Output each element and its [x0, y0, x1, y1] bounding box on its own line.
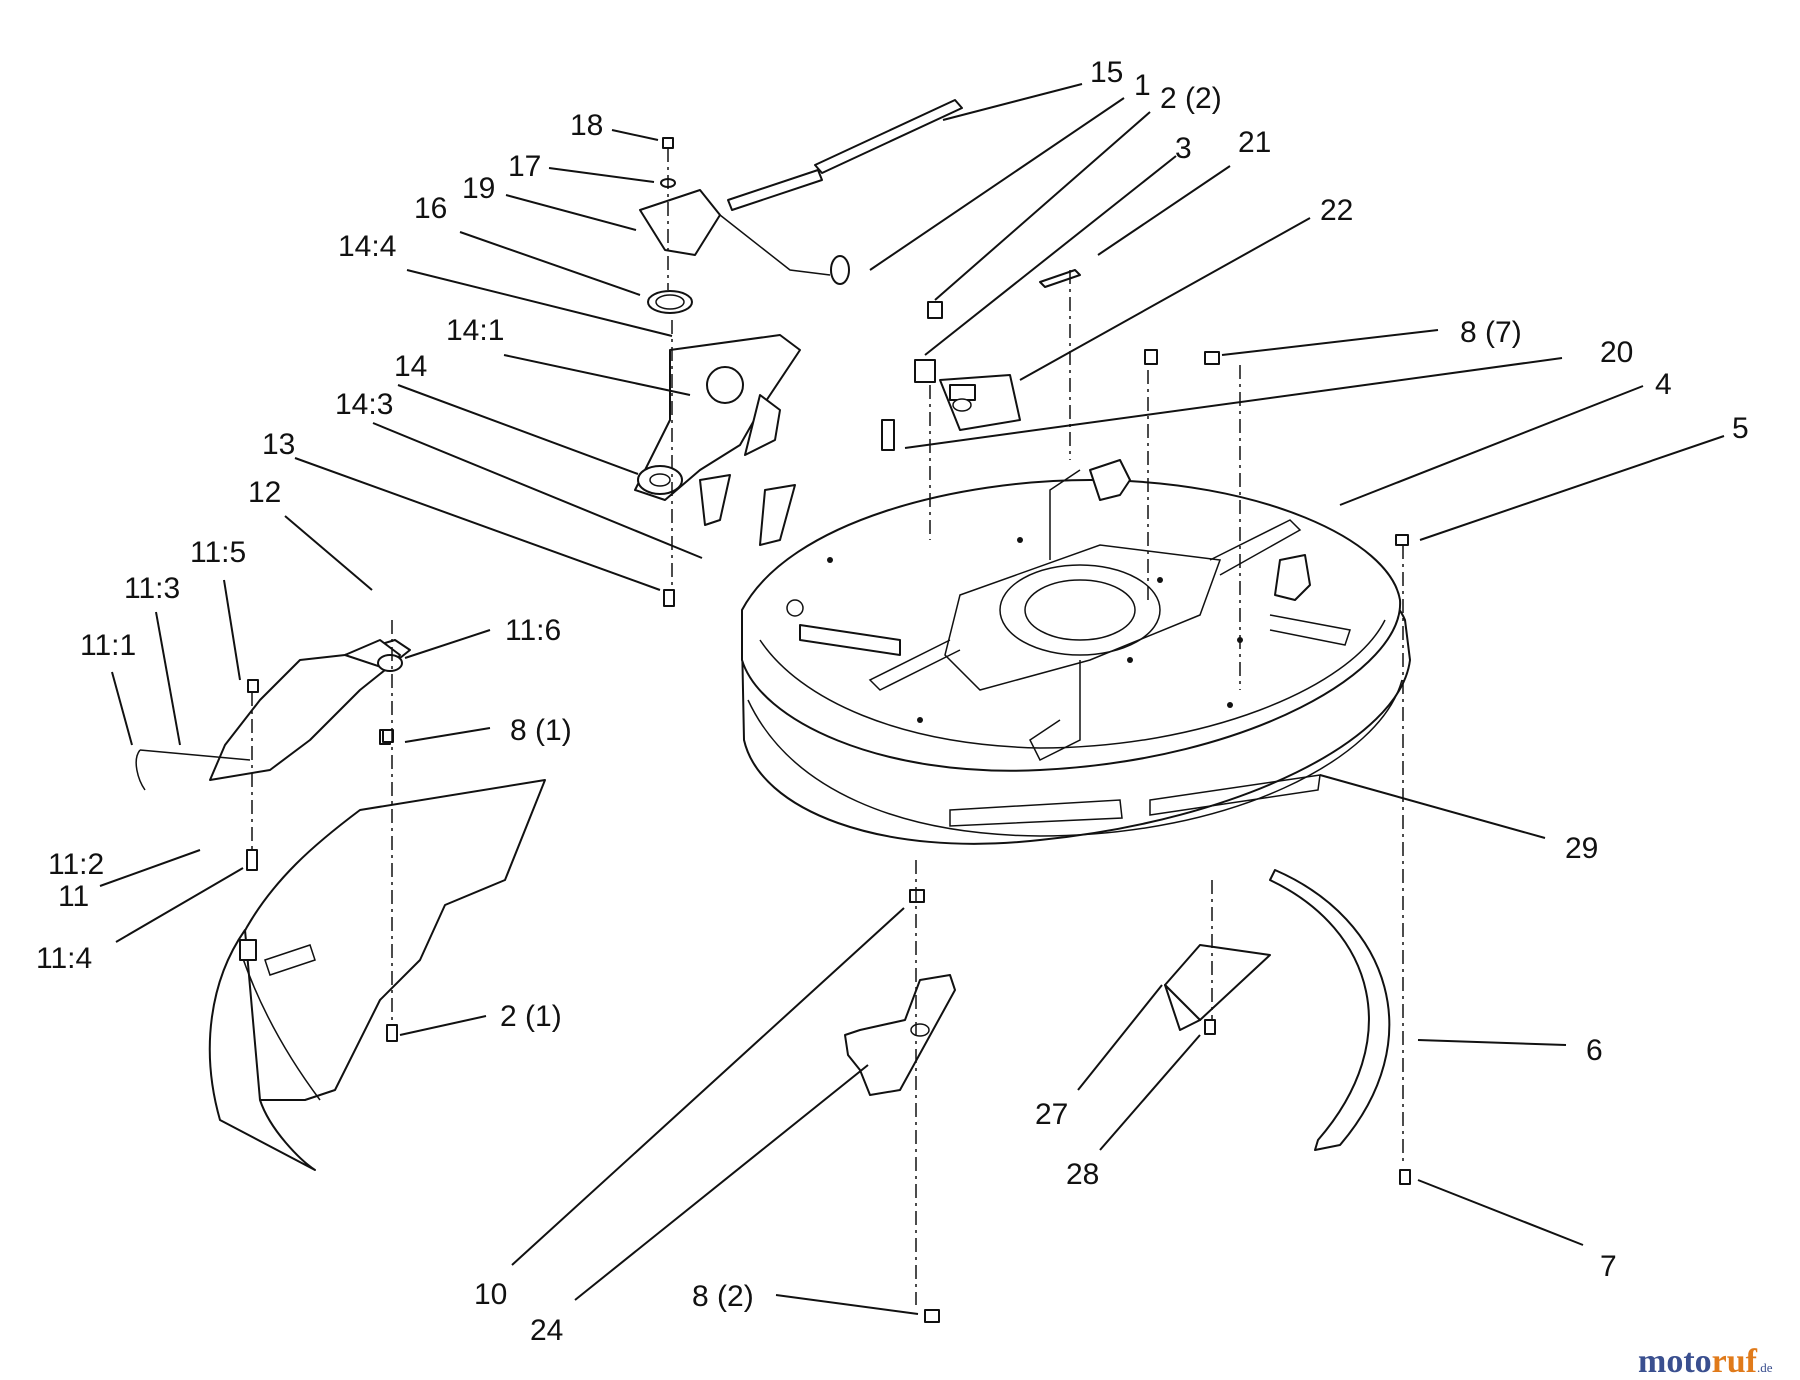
- discharge-chute-section: [208, 779, 546, 1171]
- callout-11-1: 11:1: [80, 629, 136, 662]
- callout-28: 28: [1066, 1158, 1099, 1191]
- callout-3: 3: [1175, 132, 1192, 165]
- callout-labels: 15 1 2 (2) 3 21 22 18 17 19 16 14:4 14:1…: [36, 56, 1749, 1347]
- callout-20: 20: [1600, 336, 1633, 369]
- callout-29: 29: [1565, 832, 1598, 865]
- callout-14-1: 14:1: [446, 314, 504, 347]
- callout-14-3: 14:3: [335, 388, 393, 421]
- idler-arm-assembly: [634, 334, 801, 546]
- callout-12: 12: [248, 476, 281, 509]
- callout-8-2: 8 (2): [692, 1280, 754, 1313]
- callout-7: 7: [1600, 1250, 1617, 1283]
- callout-24: 24: [530, 1314, 563, 1347]
- callout-14: 14: [394, 350, 427, 383]
- callout-15: 15: [1090, 56, 1123, 89]
- callout-2-2: 2 (2): [1160, 82, 1222, 115]
- callout-6: 6: [1586, 1034, 1603, 1067]
- tensioner-bracket-assembly: [639, 99, 963, 314]
- callout-11-5: 11:5: [190, 536, 246, 569]
- callout-1: 1: [1134, 69, 1151, 102]
- mower-deck-housing: [741, 459, 1411, 845]
- callout-17: 17: [508, 150, 541, 183]
- callout-19: 19: [462, 172, 495, 205]
- callout-11-6: 11:6: [505, 614, 561, 647]
- callout-16: 16: [414, 192, 447, 225]
- callout-11-3: 11:3: [124, 572, 180, 605]
- callout-21: 21: [1238, 126, 1271, 159]
- callout-10: 10: [474, 1278, 507, 1311]
- alignment-lines: [251, 148, 1404, 1305]
- callout-14-4: 14:4: [338, 230, 396, 263]
- watermark-part-a: moto: [1638, 1343, 1712, 1380]
- left-spindle-assembly: [135, 639, 411, 791]
- callout-18: 18: [570, 109, 603, 142]
- svg-text:motoruf.de: motoruf.de: [1638, 1343, 1773, 1380]
- callout-22: 22: [1320, 194, 1353, 227]
- blade-guard-bracket: [1164, 944, 1271, 1031]
- watermark-suffix: .de: [1757, 1360, 1773, 1375]
- watermark-part-b: ruf: [1712, 1343, 1758, 1380]
- belt-guard: [1269, 869, 1391, 1151]
- callout-11-2: 11:2: [48, 848, 104, 881]
- callout-8-1: 8 (1): [510, 714, 572, 747]
- deflector-plate: [844, 974, 956, 1096]
- callout-5: 5: [1732, 412, 1749, 445]
- callout-2-1: 2 (1): [500, 1000, 562, 1033]
- fasteners: [246, 269, 1411, 1323]
- leader-lines: [99, 83, 1725, 1315]
- callout-27: 27: [1035, 1098, 1068, 1131]
- callout-11: 11: [58, 880, 89, 913]
- callout-8-7: 8 (7): [1460, 316, 1522, 349]
- watermark-logo: motoruf.de: [1638, 1343, 1773, 1380]
- callout-4: 4: [1655, 368, 1672, 401]
- callout-13: 13: [262, 428, 295, 461]
- callout-11-4: 11:4: [36, 942, 92, 975]
